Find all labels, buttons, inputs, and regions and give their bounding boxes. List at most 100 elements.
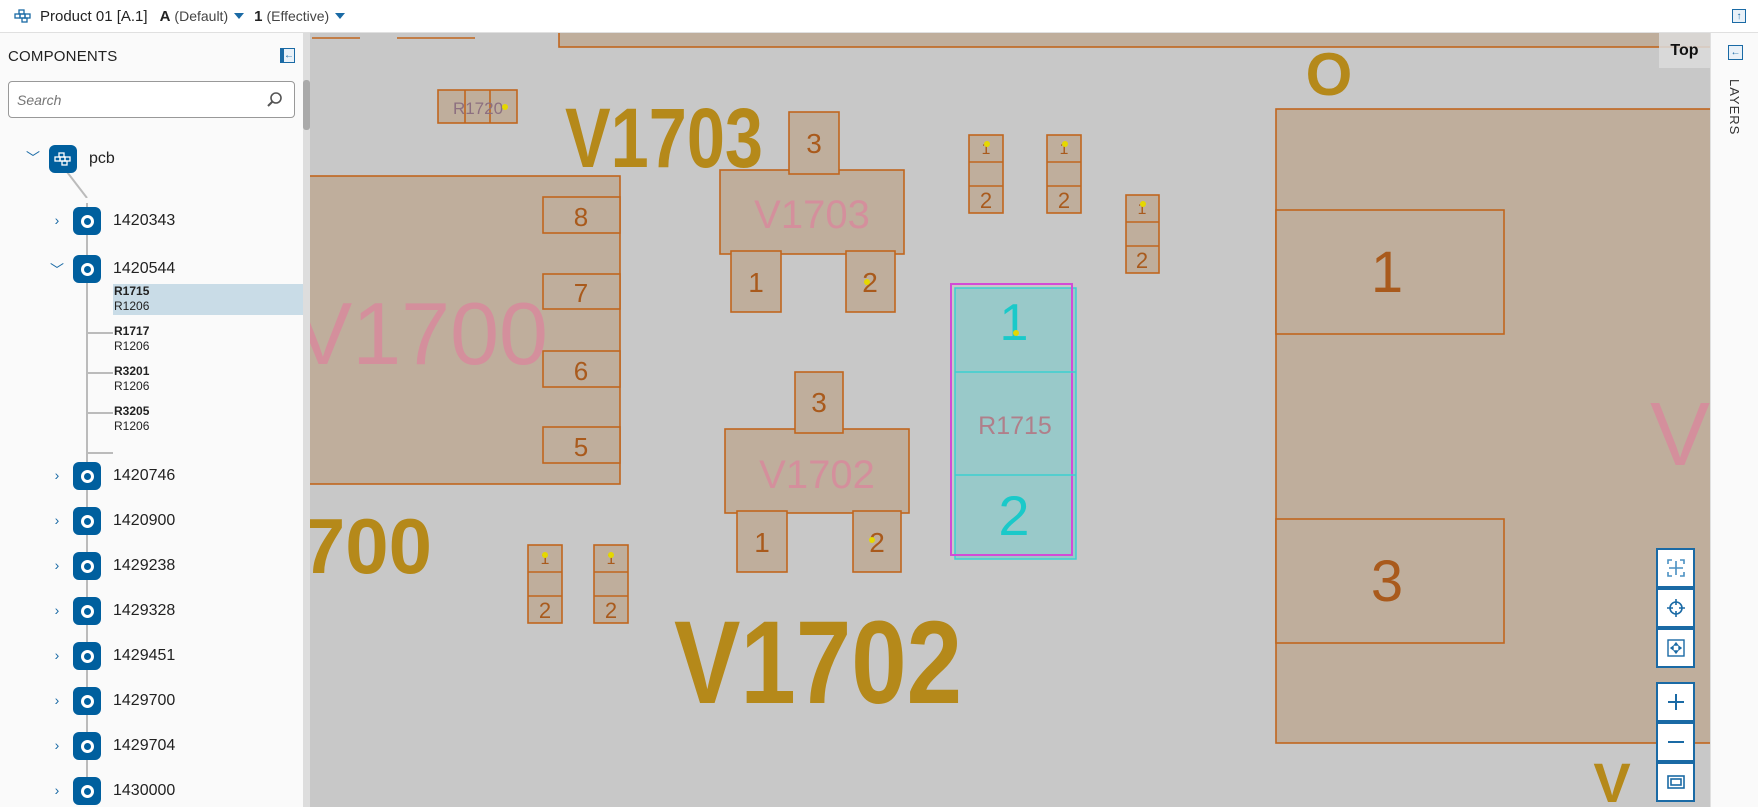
- component-node-icon[interactable]: [73, 552, 101, 580]
- ref-v1702: V1702: [759, 453, 875, 497]
- collapse-chevron-icon[interactable]: ﹀: [50, 262, 64, 278]
- expand-chevron-icon[interactable]: ›: [54, 512, 60, 528]
- leaf-package: R1206: [114, 339, 150, 353]
- tree-node-label[interactable]: 1429700: [113, 692, 176, 709]
- pad-number: 1: [1371, 240, 1403, 305]
- v1702-footprint[interactable]: [724, 428, 910, 514]
- tree-line: [86, 452, 113, 454]
- collapse-chevron-icon[interactable]: ﹀: [26, 150, 40, 166]
- expand-chevron-icon[interactable]: ›: [54, 212, 60, 228]
- tree-node-label[interactable]: 1420746: [113, 467, 176, 484]
- component-node-icon[interactable]: [73, 255, 101, 283]
- pad-number: 1: [748, 267, 764, 298]
- pad-number: 2: [980, 188, 992, 213]
- component-node-icon[interactable]: [73, 732, 101, 760]
- tree-node-label[interactable]: 1420544: [113, 260, 176, 277]
- tree-node-label[interactable]: 1430000: [113, 782, 176, 799]
- tree-node-label[interactable]: 1429704: [113, 737, 176, 754]
- silk-v1700: V1700: [310, 502, 432, 590]
- tree-node-label[interactable]: 1429451: [113, 647, 176, 664]
- zoom-in-button[interactable]: [1656, 682, 1695, 722]
- tree-node-label[interactable]: 1420900: [113, 512, 176, 529]
- pad-number: 2: [1136, 248, 1148, 273]
- expand-chevron-icon[interactable]: ›: [54, 602, 60, 618]
- pcb-icon: [14, 9, 32, 23]
- pad-number: 1: [1060, 141, 1069, 158]
- small-resistor[interactable]: [1046, 134, 1082, 214]
- ref-v1703: V1703: [754, 193, 870, 237]
- ref-r1715: R1715: [978, 412, 1052, 440]
- tree-node-label[interactable]: 1420343: [113, 212, 176, 229]
- small-resistor[interactable]: [968, 134, 1004, 214]
- search-input[interactable]: [17, 91, 257, 108]
- silk-v: V: [1593, 751, 1630, 807]
- zoom-out-button[interactable]: [1656, 722, 1695, 762]
- leaf-package: R1206: [114, 299, 150, 313]
- tree-node-label[interactable]: 1429328: [113, 602, 176, 619]
- component-node-icon[interactable]: [73, 642, 101, 670]
- expand-chevron-icon[interactable]: ›: [54, 557, 60, 573]
- pad-number: 2: [869, 527, 885, 558]
- components-panel: COMPONENTS ← ﹀ pcb › 1420343﹀ 1420544› 1…: [0, 33, 310, 807]
- scrollbar-thumb[interactable]: [303, 80, 310, 130]
- v-right-footprint[interactable]: [1275, 108, 1710, 744]
- r1715-footprint-selected[interactable]: [950, 283, 1077, 560]
- component-node-icon[interactable]: [73, 687, 101, 715]
- expand-chevron-icon[interactable]: ›: [54, 467, 60, 483]
- zoom-extents-button[interactable]: [1656, 762, 1695, 802]
- ref-v-right: V: [1650, 385, 1710, 485]
- layers-tab[interactable]: LAYERS: [1727, 79, 1742, 136]
- tree-connector: [63, 168, 88, 198]
- revision-dropdown-icon[interactable]: [335, 13, 346, 19]
- pcb-node-icon[interactable]: [49, 145, 77, 173]
- tree-line: [86, 203, 88, 788]
- expand-chevron-icon[interactable]: ›: [54, 647, 60, 663]
- pad-number: 1: [1000, 294, 1029, 352]
- search-icon[interactable]: [266, 91, 284, 114]
- v1703-footprint[interactable]: [719, 169, 905, 255]
- pin1-markers: [502, 104, 1146, 558]
- component-node-icon[interactable]: [73, 597, 101, 625]
- expand-chevron-icon[interactable]: ›: [54, 782, 60, 798]
- pcb-canvas[interactable]: V1703 V1702 V1700 O V V1700 V1703 V1702 …: [310, 33, 1710, 807]
- pad-number: 2: [862, 267, 878, 298]
- pad-number: 8: [574, 202, 588, 232]
- pad-number: 1: [607, 551, 616, 568]
- expand-chevron-icon[interactable]: ›: [54, 692, 60, 708]
- pad-number: 1: [754, 527, 770, 558]
- pad-number: 3: [806, 128, 822, 159]
- variant-dropdown-icon[interactable]: [234, 13, 245, 19]
- leaf-ref: R1715: [114, 284, 150, 298]
- small-resistor[interactable]: [1125, 194, 1160, 274]
- pad-number: 3: [1371, 549, 1403, 614]
- tree-root-label[interactable]: pcb: [89, 150, 115, 167]
- tree-line: [86, 372, 113, 374]
- tree-line: [86, 332, 113, 334]
- expand-layers-icon[interactable]: ←: [1728, 45, 1743, 60]
- fit-view-button[interactable]: [1656, 628, 1695, 668]
- panel-scrollbar[interactable]: [303, 33, 310, 807]
- expand-chevron-icon[interactable]: ›: [54, 737, 60, 753]
- pad-number: 2: [539, 598, 551, 623]
- search-box: [8, 81, 295, 118]
- top-footprint: [558, 33, 1710, 48]
- component-node-icon[interactable]: [73, 462, 101, 490]
- leaf-package: R1206: [114, 379, 150, 393]
- leaf-ref: R3201: [114, 364, 150, 378]
- center-target-button[interactable]: [1656, 588, 1695, 628]
- ref-v1700: V1700: [310, 284, 548, 383]
- tree-node-label[interactable]: 1429238: [113, 557, 176, 574]
- component-node-icon[interactable]: [73, 777, 101, 805]
- component-node-icon[interactable]: [73, 207, 101, 235]
- product-title: Product 01 [A.1]: [40, 7, 148, 25]
- fit-selection-button[interactable]: [1656, 548, 1695, 588]
- layers-panel-collapsed: ← LAYERS: [1710, 33, 1758, 807]
- leaf-ref: R3205: [114, 404, 150, 418]
- component-node-icon[interactable]: [73, 507, 101, 535]
- expand-up-icon[interactable]: ↑: [1732, 9, 1746, 23]
- collapse-panel-icon[interactable]: ←: [280, 48, 295, 63]
